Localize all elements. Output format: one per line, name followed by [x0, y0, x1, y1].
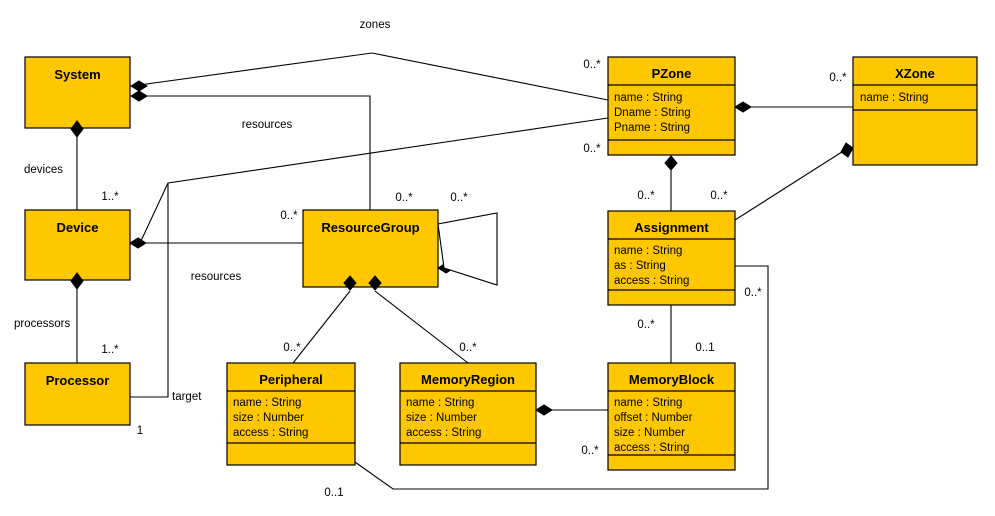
class-assignment-attr-2: access : String [614, 275, 689, 287]
mult-assignment-memoryblock: 0..* [637, 319, 655, 331]
composition-diamond-rg-memoryregion [368, 275, 382, 291]
composition-diamond-rg-peripheral [343, 275, 357, 291]
composition-diamond-system-zones [130, 80, 148, 92]
composition-diamond-device-resources [129, 237, 147, 249]
edge-system-pzone-zones [131, 52, 609, 101]
class-memoryblock[interactable]: MemoryBlock name : String offset : Numbe… [607, 362, 736, 471]
class-processor[interactable]: Processor [24, 362, 131, 426]
class-device-title: Device [57, 220, 99, 235]
class-peripheral[interactable]: Peripheral name : String size : Number a… [226, 362, 356, 466]
label-zones: zones [360, 19, 391, 31]
composition-diamond-device-processors [70, 272, 84, 290]
edge-processor-target [130, 183, 169, 398]
class-resourcegroup[interactable]: ResourceGroup [302, 209, 439, 288]
mult-memoryregion-rg: 0..* [459, 342, 477, 354]
composition-diamond-memoryregion-block [535, 404, 553, 416]
class-device[interactable]: Device [24, 209, 131, 281]
class-peripheral-title: Peripheral [259, 372, 323, 387]
label-processors: processors [14, 318, 70, 330]
class-memoryblock-attr-0: name : String [614, 397, 682, 409]
class-pzone-attr-2: Pname : String [614, 122, 690, 134]
label-target: target [172, 391, 202, 403]
composition-diamond-system-devices [70, 120, 84, 138]
mult-resourcegroup-left: 0..* [280, 210, 298, 222]
class-system-title: System [54, 67, 100, 82]
label-resources-mid: resources [191, 271, 242, 283]
mult-xzone-pzone: 0..* [829, 72, 847, 84]
class-pzone-attr-1: Dname : String [614, 107, 691, 119]
self-association-bracket [437, 212, 498, 286]
mult-assignment-xzone: 0..* [710, 190, 728, 202]
mult-peripheral-target: 0..1 [324, 487, 343, 499]
class-pzone[interactable]: PZone name : String Dname : String Pname… [607, 56, 736, 156]
composition-diamond-xzone-assignment [840, 142, 854, 158]
class-assignment-title: Assignment [634, 220, 709, 235]
label-resources-top: resources [242, 119, 293, 131]
class-system[interactable]: System [24, 56, 131, 129]
class-pzone-title: PZone [652, 66, 692, 81]
class-memoryregion-attr-2: access : String [406, 427, 481, 439]
mult-pzone-resources: 0..* [583, 143, 601, 155]
class-memoryregion-attr-0: name : String [406, 397, 474, 409]
mult-system-devices: 1..* [101, 191, 119, 203]
mult-processor-target: 1 [137, 425, 143, 437]
mult-assignment-pzone-left: 0..* [637, 190, 655, 202]
class-memoryblock-attr-2: size : Number [614, 427, 685, 439]
class-xzone-attr-0: name : String [860, 92, 928, 104]
composition-diamond-pzone-xzone [734, 101, 752, 113]
class-peripheral-attr-2: access : String [233, 427, 308, 439]
label-devices: devices [24, 164, 63, 176]
class-memoryregion[interactable]: MemoryRegion name : String size : Number… [399, 362, 537, 466]
mult-device-processors: 1..* [101, 344, 119, 356]
class-memoryblock-attr-3: access : String [614, 442, 689, 454]
mult-memoryblock-region: 0..* [581, 445, 599, 457]
class-memoryregion-attr-1: size : Number [406, 412, 477, 424]
composition-diamond-system-resources [130, 90, 148, 102]
class-memoryregion-title: MemoryRegion [421, 372, 515, 387]
edge-assignment-peripheral [354, 265, 769, 490]
mult-resourcegroup-self: 0..* [450, 192, 468, 204]
class-peripheral-attr-1: size : Number [233, 412, 304, 424]
edge-resourcegroup-memoryregion [374, 290, 469, 364]
composition-diamond-pzone-assignment [664, 155, 678, 171]
class-memoryblock-title: MemoryBlock [629, 372, 715, 387]
edge-system-pzone-resources [132, 95, 371, 210]
mult-resourcegroup-top: 0..* [395, 192, 413, 204]
edge-resourcegroup-peripheral [292, 290, 351, 364]
edge-assignment-xzone [734, 149, 846, 221]
class-memoryblock-attr-1: offset : Number [614, 412, 693, 424]
class-pzone-attr-0: name : String [614, 92, 682, 104]
class-assignment-attr-1: as : String [614, 260, 666, 272]
mult-assignment-right: 0..* [744, 287, 762, 299]
class-processor-title: Processor [46, 373, 110, 388]
class-xzone-title: XZone [895, 66, 935, 81]
mult-pzone-zones: 0..* [583, 59, 601, 71]
class-xzone[interactable]: XZone name : String [852, 56, 978, 166]
class-assignment[interactable]: Assignment name : String as : String acc… [607, 210, 736, 306]
class-peripheral-attr-0: name : String [233, 397, 301, 409]
class-resourcegroup-title: ResourceGroup [321, 220, 419, 235]
mult-peripheral-rg: 0..* [283, 342, 301, 354]
class-assignment-attr-0: name : String [614, 245, 682, 257]
mult-memoryblock-assignment: 0..1 [695, 342, 714, 354]
